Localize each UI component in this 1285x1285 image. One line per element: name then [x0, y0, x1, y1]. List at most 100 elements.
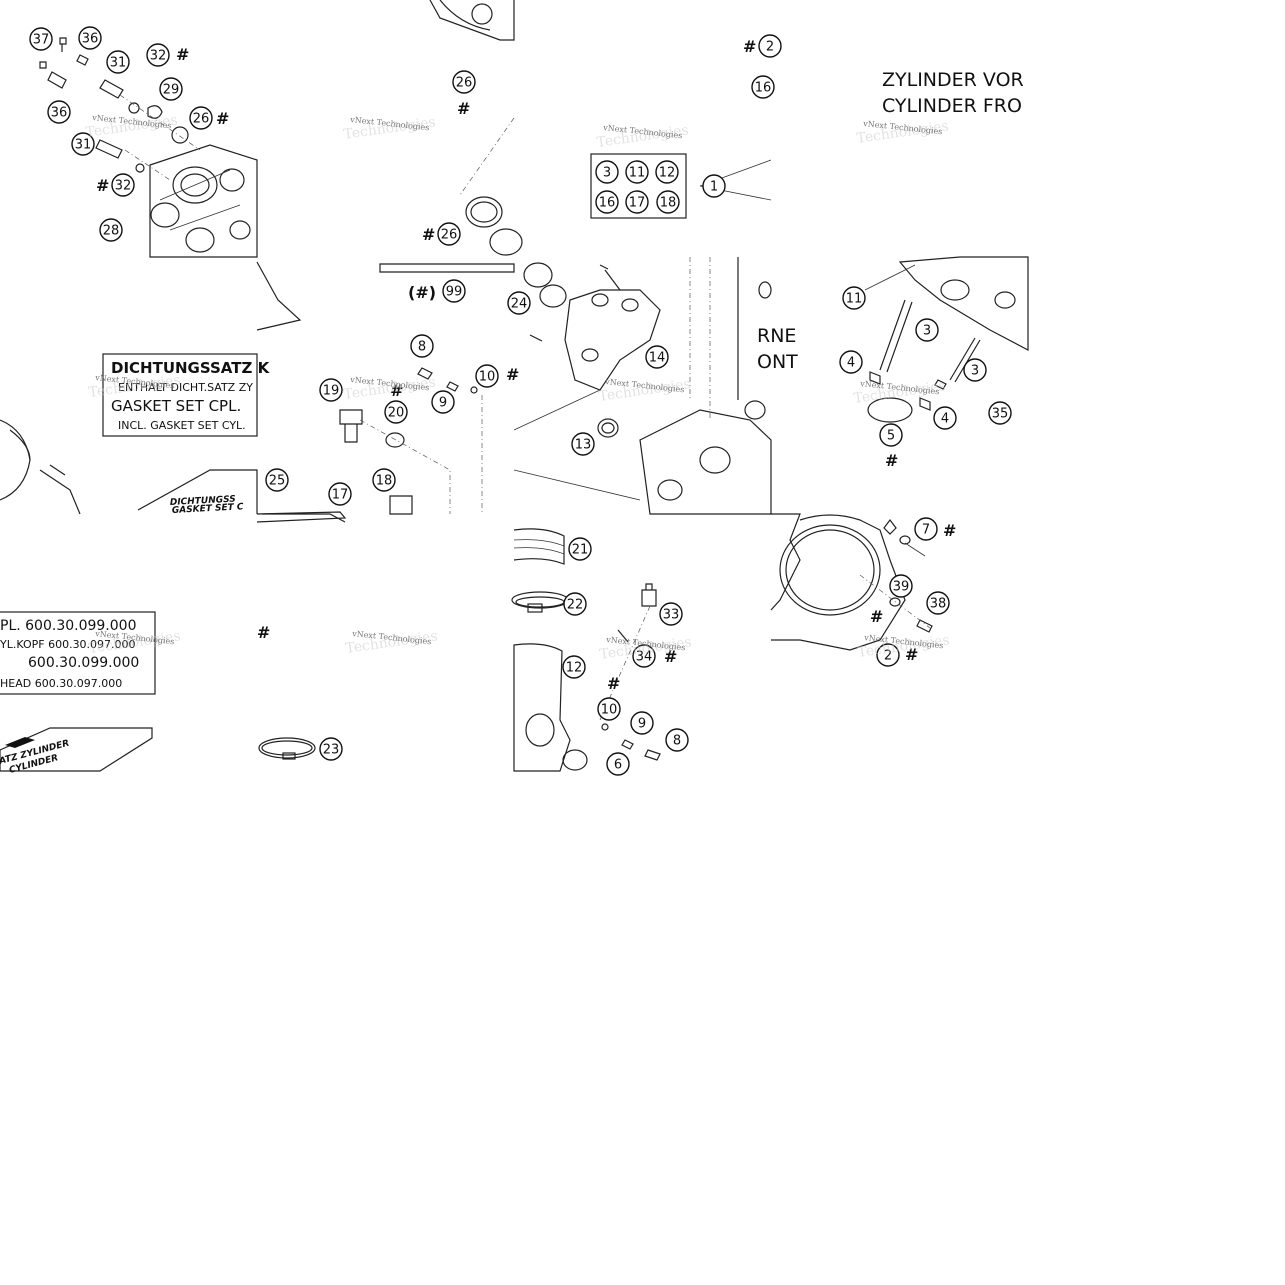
callout-2: 2 [876, 643, 900, 667]
callout-17: 17 [625, 190, 649, 214]
tile-studs-and-nuts [864, 256, 1029, 423]
callout-29: 29 [159, 77, 183, 101]
svg-text:7: 7 [922, 523, 930, 538]
kopf-number: YL.KOPF 600.30.097.000 [0, 638, 136, 651]
svg-text:34: 34 [636, 650, 653, 665]
callout-26: 26 [452, 70, 476, 94]
svg-text:13: 13 [575, 438, 592, 453]
ont-label: ONT [757, 351, 798, 373]
callout-2: 2 [758, 34, 782, 58]
svg-text:36: 36 [51, 106, 68, 121]
hash-mark: # [743, 37, 756, 56]
hash-layer: ############## [96, 37, 956, 693]
svg-text:17: 17 [332, 488, 349, 503]
svg-text:18: 18 [660, 196, 677, 211]
tile-sensor-parts: (#) [256, 263, 515, 523]
hash-mark: # [607, 674, 620, 693]
callout-31: 31 [71, 132, 95, 156]
svg-text:4: 4 [941, 412, 949, 427]
svg-text:5: 5 [887, 429, 895, 444]
callout-21: 21 [568, 537, 592, 561]
hash-mark: # [905, 645, 918, 664]
svg-text:8: 8 [418, 340, 426, 355]
callout-3: 3 [595, 160, 619, 184]
callout-35: 35 [988, 401, 1012, 425]
svg-text:32: 32 [115, 179, 132, 194]
callout-3: 3 [915, 318, 939, 342]
callout-8: 8 [665, 728, 689, 752]
svg-text:23: 23 [323, 743, 340, 758]
svg-text:16: 16 [755, 81, 772, 96]
callout-20: 20 [384, 400, 408, 424]
svg-text:9: 9 [638, 717, 646, 732]
cylinder-head-drawing [149, 144, 258, 258]
hash-mark: # [257, 623, 270, 642]
callout-36: 36 [47, 100, 71, 124]
callout-99: 99 [442, 279, 466, 303]
svg-text:20: 20 [388, 406, 405, 421]
dichtungssatz-label: DICHTUNGSSATZ K [111, 359, 271, 377]
kit-card-label-de: DICHTUNGSS [170, 495, 236, 508]
hash-mark: # [176, 45, 189, 64]
svg-text:11: 11 [629, 166, 646, 181]
hash-mark: # [216, 109, 229, 128]
svg-text:24: 24 [511, 297, 528, 312]
callout-10: 10 [597, 697, 621, 721]
hash-mark: # [422, 225, 435, 244]
svg-text:16: 16 [599, 196, 616, 211]
svg-text:21: 21 [572, 543, 589, 558]
callout-10: 10 [475, 364, 499, 388]
hash-mark: # [664, 647, 677, 666]
svg-text:6: 6 [614, 758, 622, 773]
svg-text:31: 31 [110, 56, 127, 71]
callout-31: 31 [106, 50, 130, 74]
callout-7: 7 [914, 517, 938, 541]
tile-intake-parts [511, 528, 661, 772]
svg-text:19: 19 [323, 384, 340, 399]
enthalt-label: ENTHALT DICHT.SATZ ZY [118, 381, 253, 394]
svg-text:39: 39 [893, 580, 910, 595]
callout-17: 17 [328, 482, 352, 506]
callout-6: 6 [606, 752, 630, 776]
svg-text:25: 25 [269, 474, 286, 489]
svg-text:37: 37 [33, 33, 50, 48]
callout-26: 26 [437, 222, 461, 246]
svg-text:99: 99 [446, 285, 463, 300]
svg-text:38: 38 [930, 597, 947, 612]
kit-contents-box [590, 153, 687, 219]
callout-39: 39 [889, 574, 913, 598]
tile-kit-box [590, 153, 772, 219]
hash-mark: # [885, 451, 898, 470]
svg-text:11: 11 [846, 292, 863, 307]
svg-text:17: 17 [629, 196, 646, 211]
svg-text:2: 2 [884, 649, 892, 664]
svg-text:2: 2 [766, 40, 774, 55]
callout-23: 23 [319, 737, 343, 761]
paren-hash: (#) [408, 283, 436, 302]
tile-clamp: # [257, 623, 316, 760]
hash-mark: # [870, 607, 883, 626]
rne-label: RNE [757, 325, 796, 347]
callout-16: 16 [595, 190, 619, 214]
svg-text:26: 26 [456, 76, 473, 91]
callout-14: 14 [645, 345, 669, 369]
svg-text:32: 32 [150, 49, 167, 64]
callout-1: 1 [702, 174, 726, 198]
callout-25: 25 [265, 468, 289, 492]
tile-valve-cover-gasket [429, 0, 523, 256]
callout-9: 9 [630, 711, 654, 735]
callout-18: 18 [372, 468, 396, 492]
callout-37: 37 [29, 27, 53, 51]
callout-28: 28 [99, 218, 123, 242]
callout-33: 33 [659, 602, 683, 626]
gasket-set-cpl-label: GASKET SET CPL. [111, 397, 241, 415]
svg-text:22: 22 [567, 598, 584, 613]
